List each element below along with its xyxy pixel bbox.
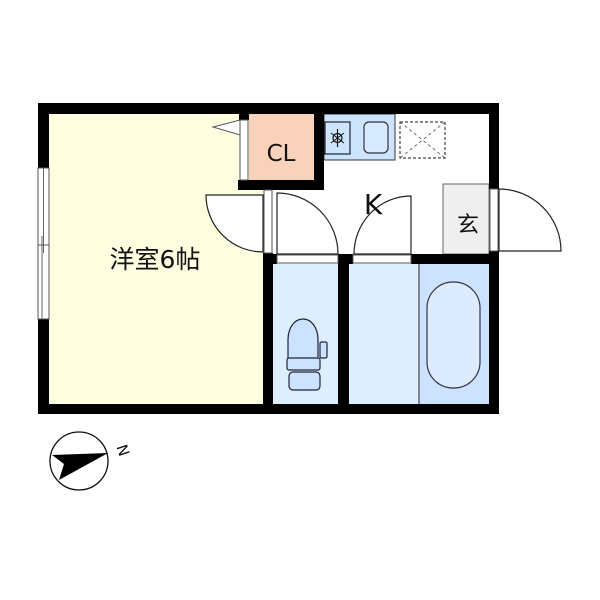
toilet-icon <box>286 318 328 391</box>
north-arrow-icon <box>52 453 108 480</box>
western-room-door-swing <box>205 194 264 253</box>
washroom-door-frame <box>352 254 412 264</box>
kitchen-label: K <box>364 188 383 221</box>
toilet-door-frame <box>276 254 339 264</box>
refrigerator-space-icon <box>399 121 446 159</box>
walls <box>38 103 499 414</box>
window <box>37 167 50 320</box>
western-room-door-frame <box>263 189 273 254</box>
western-room-floor <box>49 114 263 404</box>
stove-icon <box>324 121 351 155</box>
bathtub-icon <box>426 281 481 389</box>
closet-label: CL <box>267 141 296 167</box>
compass-north-label: N <box>112 442 133 458</box>
closet-floor <box>249 114 314 180</box>
compass: N <box>49 431 133 491</box>
closet-door-panel <box>239 119 249 181</box>
sink-icon <box>363 121 389 154</box>
western-room-label: 洋室6帖 <box>110 245 201 274</box>
kitchen-counter <box>323 113 396 161</box>
entrance-door-swing <box>498 188 562 252</box>
toilet-door-swing <box>276 192 339 255</box>
entrance-door-frame <box>489 188 499 252</box>
entrance-label: 玄 <box>457 213 479 238</box>
washroom-floor <box>349 264 419 404</box>
washroom-door-swing <box>353 195 412 255</box>
